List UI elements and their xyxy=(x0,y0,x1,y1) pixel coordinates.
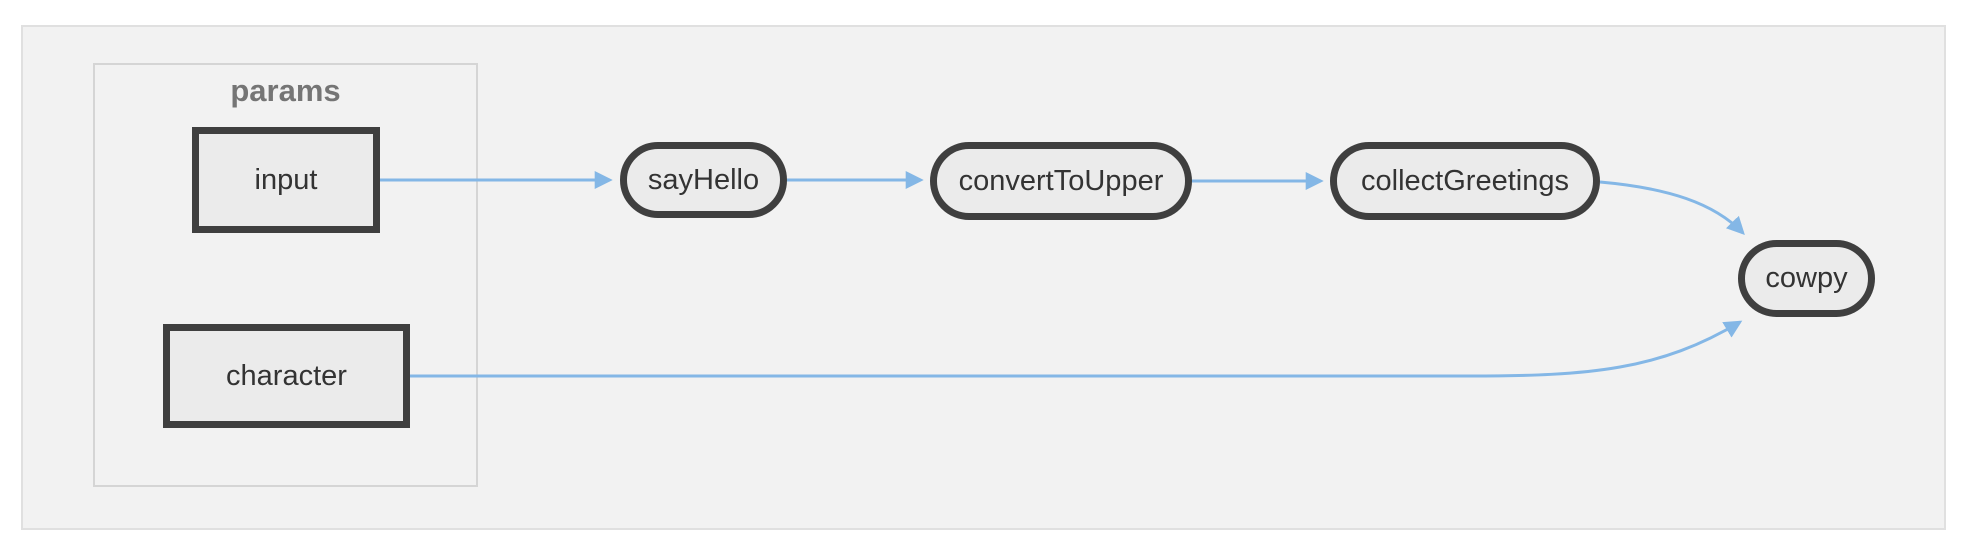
node-cowpy: cowpy xyxy=(1738,240,1875,317)
node-converttoupper: convertToUpper xyxy=(930,142,1192,220)
node-cowpy-label: cowpy xyxy=(1765,262,1848,294)
params-group xyxy=(93,63,478,487)
params-group-label: params xyxy=(230,73,341,108)
node-input-label: input xyxy=(254,163,318,196)
node-collectgreetings: collectGreetings xyxy=(1330,142,1600,220)
node-character: character xyxy=(163,324,410,428)
node-converttoupper-label: convertToUpper xyxy=(958,164,1164,197)
diagram-panel xyxy=(21,25,1946,530)
node-sayhello-label: sayHello xyxy=(647,163,760,196)
node-input: input xyxy=(192,127,380,233)
node-sayhello: sayHello xyxy=(620,142,787,218)
node-character-label: character xyxy=(226,359,347,392)
node-collectgreetings-label: collectGreetings xyxy=(1361,164,1569,197)
